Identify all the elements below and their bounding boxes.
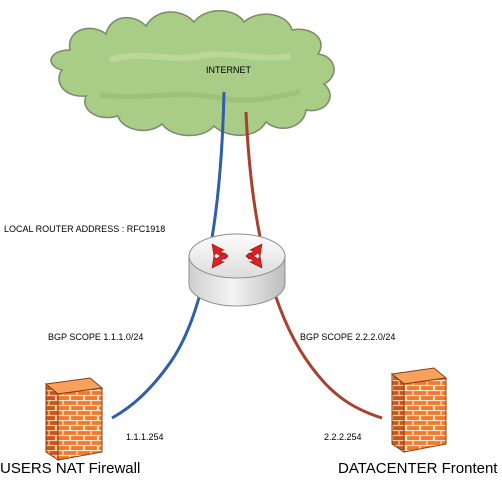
bgp-scope-datacenter-label: BGP SCOPE 2.2.2.0/24: [300, 332, 396, 342]
router-icon: [188, 233, 286, 307]
ip-users-label: 1.1.1.254: [126, 432, 164, 442]
link-datacenter: [244, 111, 383, 420]
internet-label: INTERNET: [206, 65, 251, 75]
cloud-icon: [50, 10, 335, 137]
users-firewall-label: USERS NAT Firewall: [0, 460, 141, 477]
firewall-icon-datacenter: [390, 367, 448, 453]
link-users: [111, 91, 226, 420]
firewall-icon-users: [44, 377, 104, 461]
datacenter-firewall-label: DATACENTER Frontent: [338, 460, 498, 477]
router-address-label: LOCAL ROUTER ADDRESS : RFC1918: [4, 224, 166, 234]
ip-datacenter-label: 2.2.2.254: [324, 432, 362, 442]
bgp-scope-users-label: BGP SCOPE 1.1.1.0/24: [48, 332, 144, 342]
